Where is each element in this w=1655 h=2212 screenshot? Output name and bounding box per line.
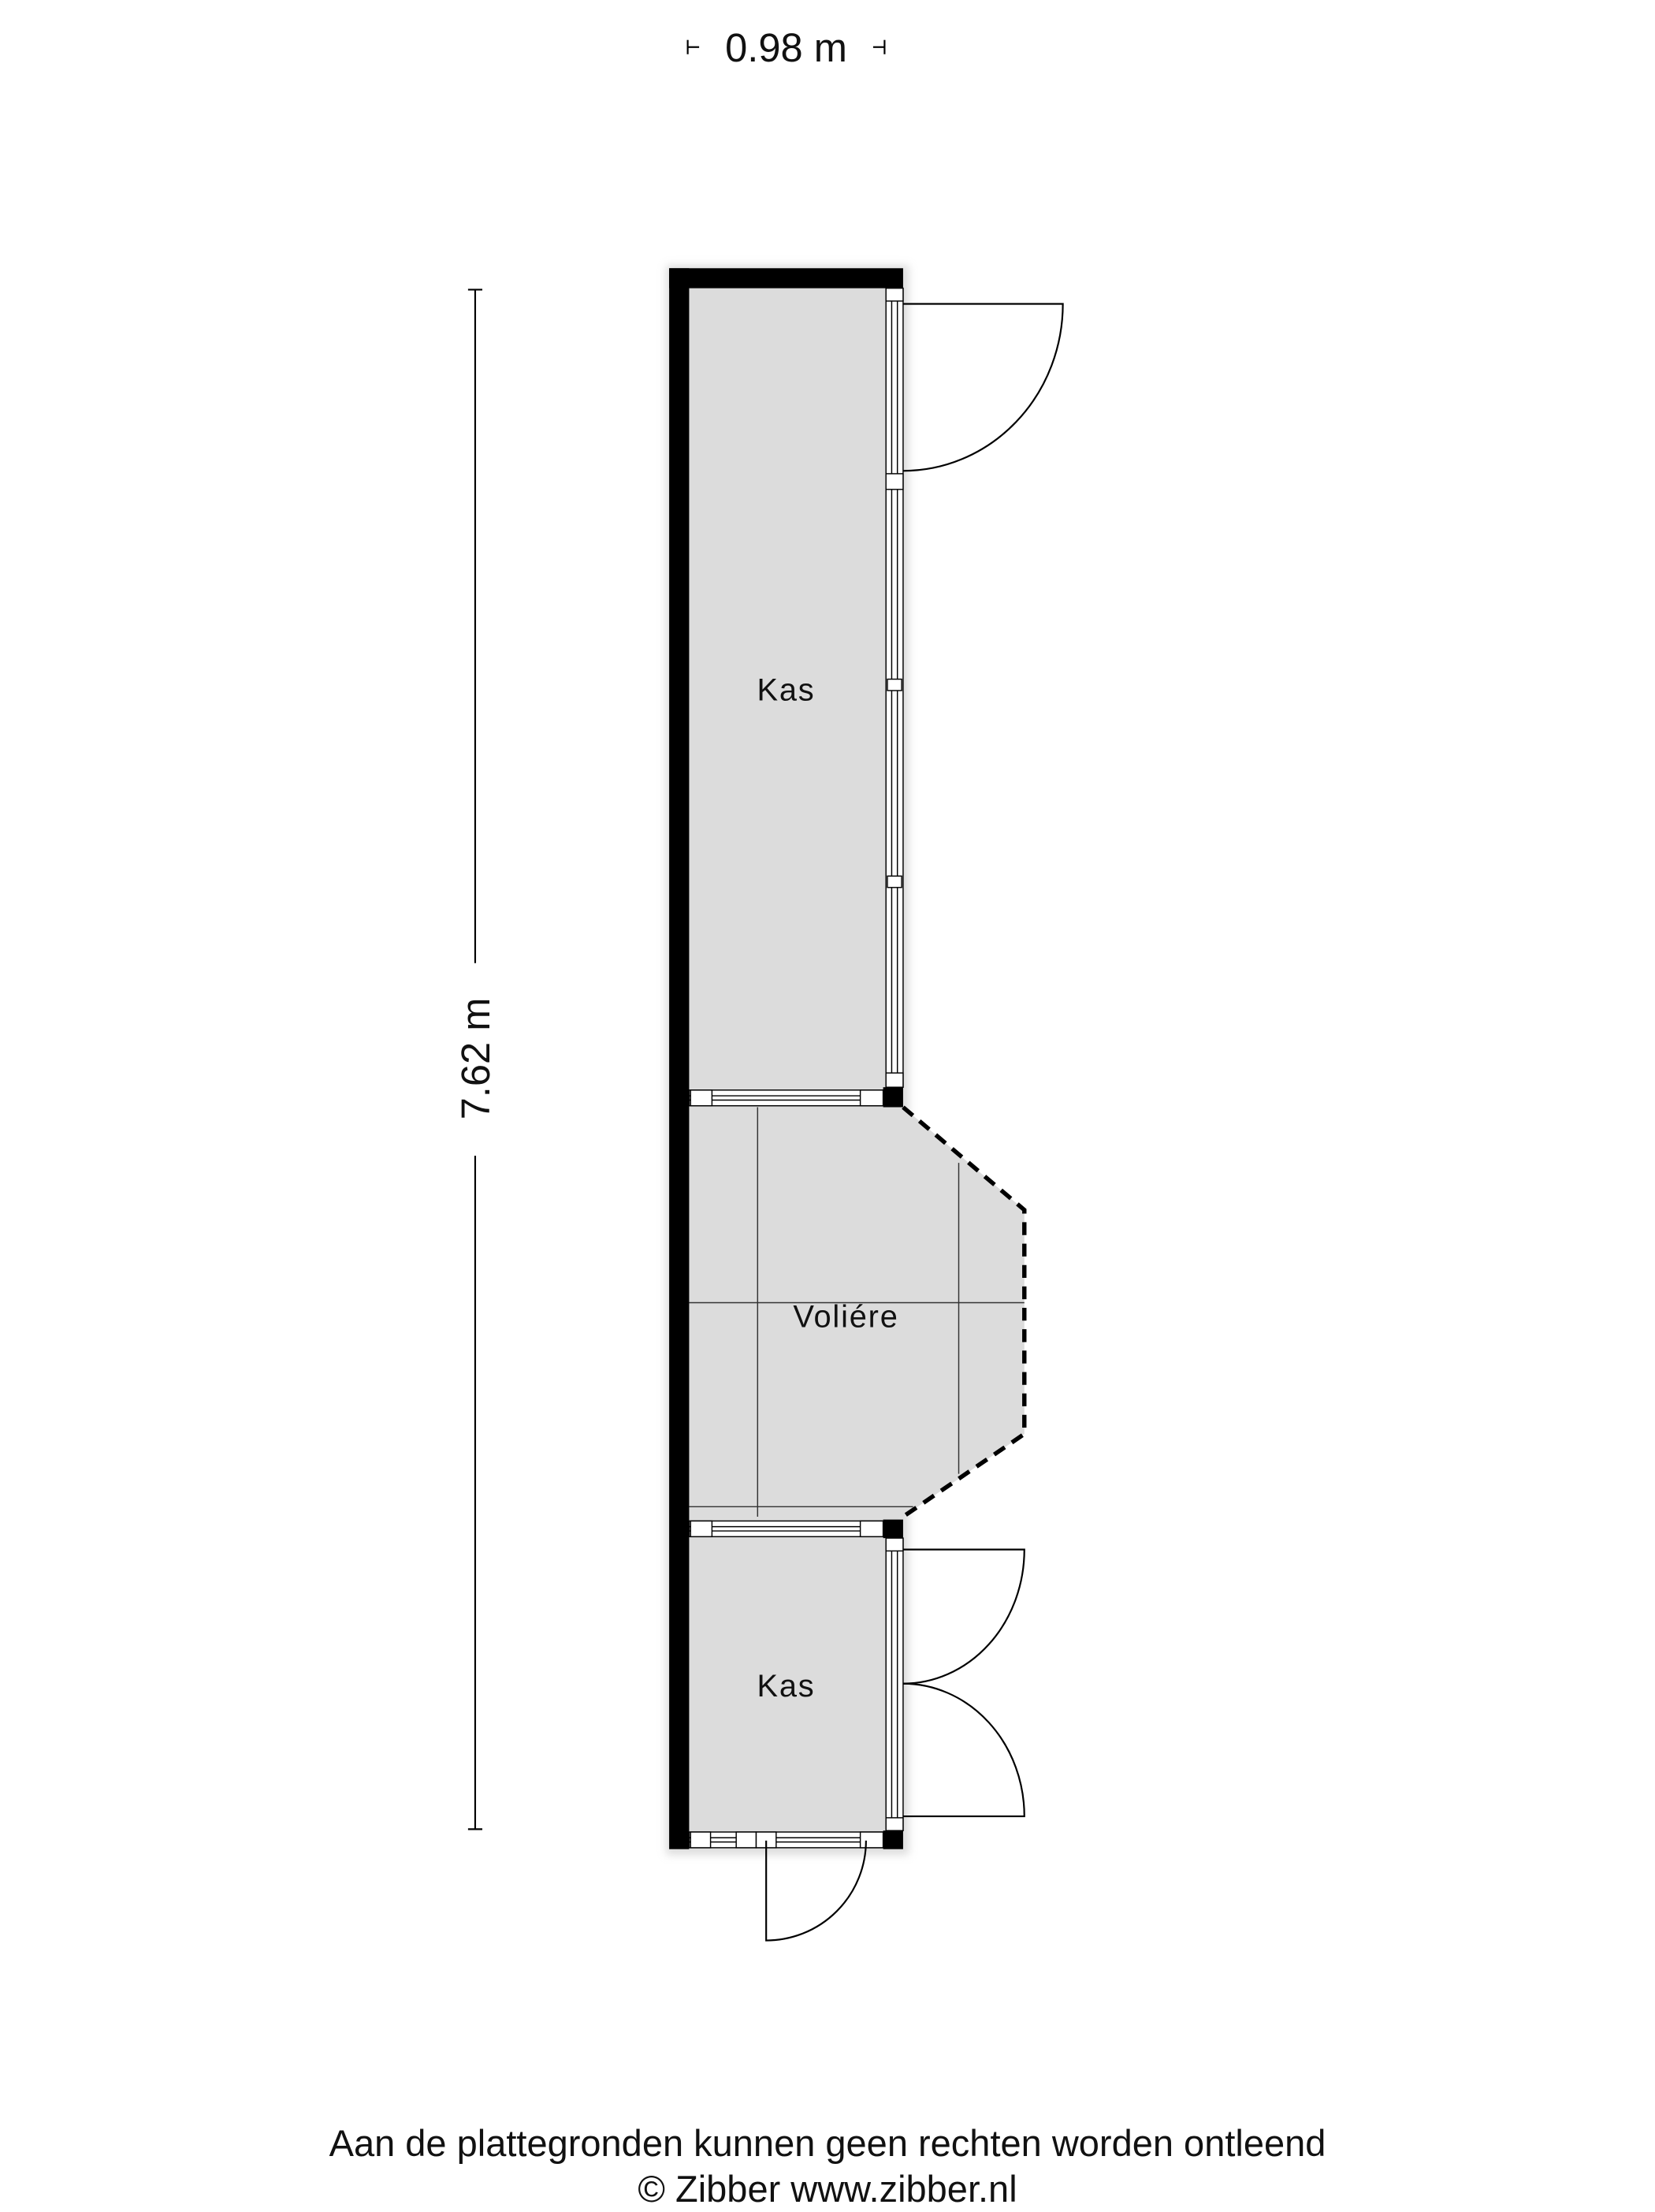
height-dimension: 7.62 m — [453, 289, 498, 1830]
room-label-voliere: Voliére — [793, 1299, 898, 1334]
door-kas-bottom-lower[interactable] — [902, 1682, 1025, 1818]
wall-top — [669, 268, 903, 289]
kas-top-floor — [689, 288, 887, 1089]
voliere-floor — [689, 1107, 1025, 1517]
door-kas-bottom-front[interactable] — [765, 1840, 867, 1942]
post — [883, 1830, 903, 1849]
kas-bottom-floor — [689, 1538, 887, 1831]
width-dimension: 0.98 m — [686, 25, 886, 70]
wall-left — [669, 268, 690, 1849]
room-label-kas-top: Kas — [757, 673, 816, 708]
room-label-kas-bottom: Kas — [757, 1669, 816, 1704]
width-dimension-label: 0.98 m — [725, 25, 847, 70]
post — [883, 1519, 903, 1539]
voliere-grid — [689, 1107, 1025, 1517]
glass-partitions — [688, 1089, 884, 1849]
footer-disclaimer: Aan de plattegronden kunnen geen rechten… — [329, 2122, 1326, 2164]
height-dimension-label: 7.62 m — [453, 998, 498, 1120]
voliere-mesh-edge — [902, 1105, 1027, 1519]
door-kas-top[interactable] — [902, 303, 1064, 472]
door-kas-bottom-upper[interactable] — [902, 1548, 1025, 1685]
post — [883, 1087, 903, 1108]
glass-wall-right — [885, 287, 904, 1831]
footer-copyright: © Zibber www.zibber.nl — [638, 2168, 1017, 2210]
